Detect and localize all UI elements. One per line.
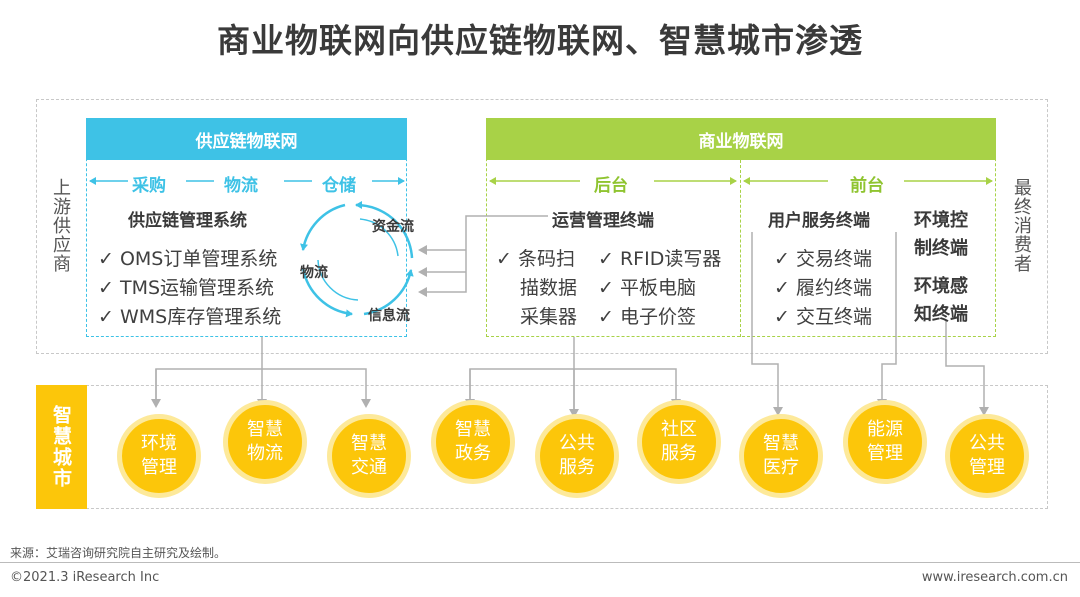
circle-line1: 社区 bbox=[661, 419, 697, 440]
city-circle-community: 社区服务 bbox=[637, 400, 721, 484]
frontend-label: 前台 bbox=[846, 171, 888, 196]
backend-label: 后台 bbox=[590, 171, 632, 196]
business-iot-header: 商业物联网 bbox=[486, 118, 996, 160]
city-circle-public-mgmt: 公共管理 bbox=[945, 414, 1029, 498]
flow-label-purchase: 采购 bbox=[128, 171, 170, 196]
flow-label-logistics: 物流 bbox=[220, 171, 262, 196]
circle-line1: 公共 bbox=[969, 433, 1005, 454]
city-circle-env-mgmt: 环境管理 bbox=[117, 414, 201, 498]
city-circle-medical: 智慧医疗 bbox=[739, 414, 823, 498]
sc-item-oms: ✓ OMS订单管理系统 bbox=[98, 248, 278, 270]
circle-line2: 管理 bbox=[867, 443, 903, 464]
backend-col1-line1: ✓ 条码扫 bbox=[496, 248, 575, 270]
env-control-line1: 环境控 bbox=[914, 210, 968, 231]
flow-label-warehouse: 仓储 bbox=[318, 171, 360, 196]
circle-line1: 智慧 bbox=[763, 433, 799, 454]
sc-system-title: 供应链管理系统 bbox=[128, 211, 247, 231]
website-link[interactable]: www.iresearch.com.cn bbox=[921, 570, 1068, 585]
circle-line2: 医疗 bbox=[763, 457, 799, 478]
env-control-line2: 制终端 bbox=[914, 238, 968, 259]
page-title: 商业物联网向供应链物联网、智慧城市渗透 bbox=[217, 21, 863, 60]
end-consumer-label: 最终消费者 bbox=[1011, 178, 1032, 273]
upstream-supplier-label: 上游供应商 bbox=[50, 178, 71, 273]
backend-col1-line3: 采集器 bbox=[520, 306, 578, 328]
env-sense-line2: 知终端 bbox=[914, 304, 968, 325]
circle-line1: 智慧 bbox=[455, 419, 491, 440]
business-to-supply-arrows bbox=[418, 215, 548, 297]
circle-line1: 智慧 bbox=[247, 419, 283, 440]
smart-city-label: 智慧城市 bbox=[36, 385, 87, 509]
supply-chain-header: 供应链物联网 bbox=[86, 118, 407, 160]
circle-line1: 公共 bbox=[559, 433, 595, 454]
copyright: ©2021.3 iResearch Inc bbox=[10, 570, 160, 585]
cycle-diagram bbox=[300, 200, 414, 318]
frontend-user-title: 用户服务终端 bbox=[768, 211, 870, 231]
frontend-item-trade: ✓ 交易终端 bbox=[774, 248, 872, 270]
circle-line2: 服务 bbox=[661, 443, 697, 464]
backend-frontend-divider bbox=[740, 160, 741, 337]
cycle-label-logistics: 物流 bbox=[300, 265, 328, 281]
city-circle-public-service: 公共服务 bbox=[535, 414, 619, 498]
circle-line2: 管理 bbox=[969, 457, 1005, 478]
backend-col2-esl: ✓ 电子价签 bbox=[598, 306, 696, 328]
frontend-item-fulfil: ✓ 履约终端 bbox=[774, 277, 872, 299]
smart-city-connectors bbox=[151, 232, 989, 418]
city-circle-gov: 智慧政务 bbox=[431, 400, 515, 484]
circle-line1: 能源 bbox=[867, 419, 903, 440]
backend-title: 运营管理终端 bbox=[552, 211, 654, 231]
footer-rule bbox=[0, 562, 1080, 563]
sc-item-wms: ✓ WMS库存管理系统 bbox=[98, 306, 282, 328]
circle-line2: 政务 bbox=[455, 443, 491, 464]
backend-col2-tablet: ✓ 平板电脑 bbox=[598, 277, 696, 299]
circle-line2: 管理 bbox=[141, 457, 177, 478]
frontend-item-interact: ✓ 交互终端 bbox=[774, 306, 872, 328]
sc-item-tms: ✓ TMS运输管理系统 bbox=[98, 277, 275, 299]
circle-line2: 物流 bbox=[247, 443, 283, 464]
cycle-label-funds: 资金流 bbox=[372, 219, 414, 235]
backend-col2-rfid: ✓ RFID读写器 bbox=[598, 248, 722, 270]
circle-line1: 环境 bbox=[141, 433, 177, 454]
circle-line2: 交通 bbox=[351, 457, 387, 478]
city-circle-traffic: 智慧交通 bbox=[327, 414, 411, 498]
backend-col1-line2: 描数据 bbox=[520, 277, 578, 299]
circle-line2: 服务 bbox=[559, 457, 595, 478]
city-circle-energy: 能源管理 bbox=[843, 400, 927, 484]
source-note: 来源：艾瑞咨询研究院自主研究及绘制。 bbox=[10, 546, 227, 560]
env-sense-line1: 环境感 bbox=[914, 276, 968, 297]
circle-line1: 智慧 bbox=[351, 433, 387, 454]
city-circle-logistics: 智慧物流 bbox=[223, 400, 307, 484]
iot-frame bbox=[36, 99, 1048, 354]
cycle-label-info: 信息流 bbox=[368, 308, 410, 324]
